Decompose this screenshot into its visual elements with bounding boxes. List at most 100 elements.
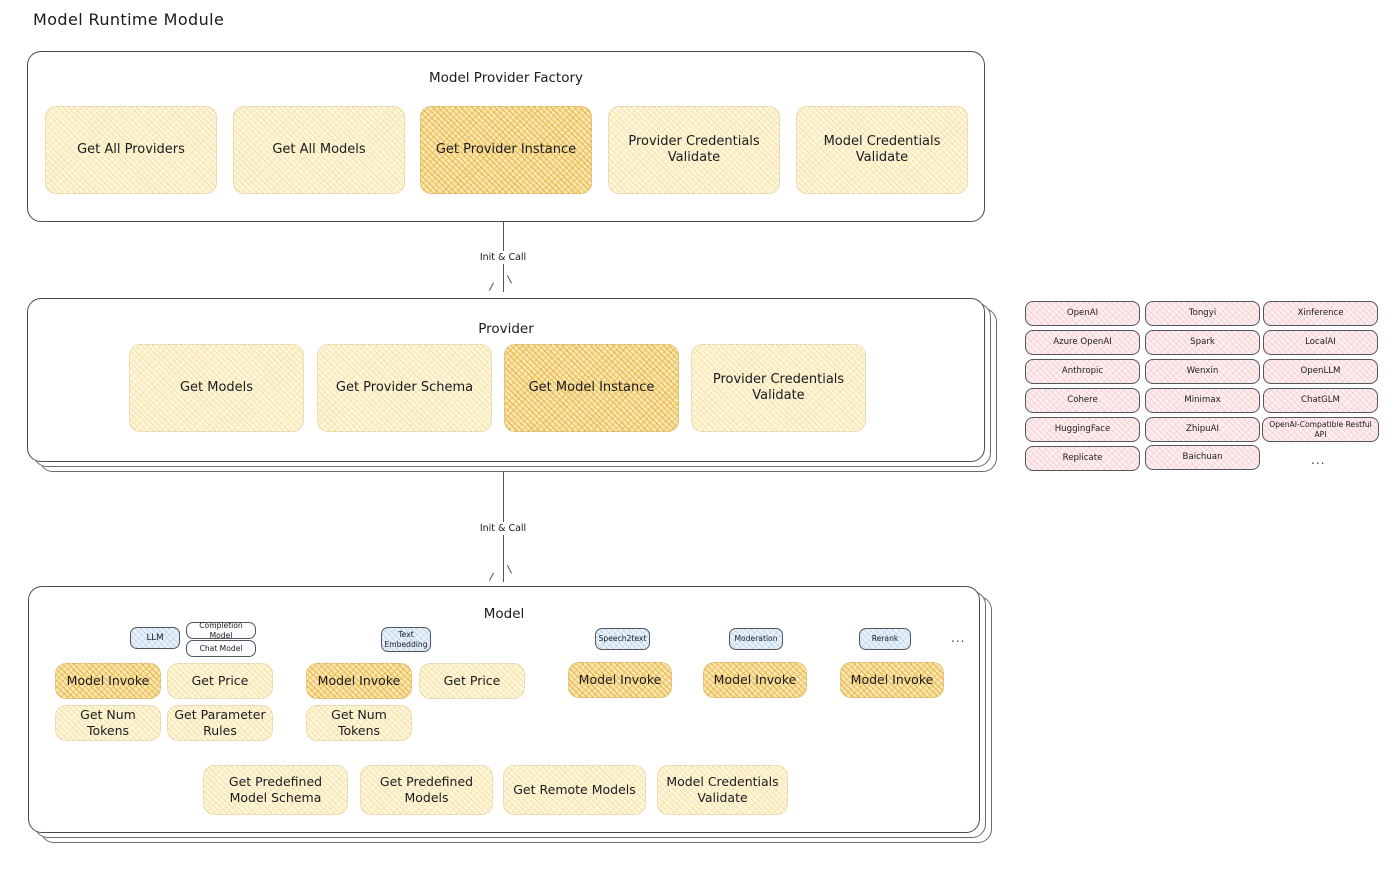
model-subtype-badge-chat-model[interactable]: Chat Model [186,640,256,657]
model-title: Model [483,606,525,622]
model-provider-factory-title: Model Provider Factory [428,70,583,86]
vendor-label: Anthropic [1061,366,1104,377]
vendor-label: Azure OpenAI [1053,337,1112,348]
model-common-get-predefined-models[interactable]: Get Predefined Models [360,765,493,815]
factory-item-label: Get All Providers [77,141,185,157]
method-label: Model Invoke [317,673,401,689]
vendor-chatglm[interactable]: ChatGLM [1263,388,1378,413]
method-label: Model Credentials Validate [666,774,779,805]
vendor-openai[interactable]: OpenAI [1025,301,1140,326]
provider-item-get-model-instance[interactable]: Get Model Instance [504,344,679,432]
vendor-label: ChatGLM [1301,395,1340,406]
factory-item-label: Get All Models [272,141,366,157]
factory-item-label: Get Provider Instance [435,141,577,157]
model-type-badge-label: LLM [146,632,164,643]
speech2text-method-model-invoke[interactable]: Model Invoke [568,662,672,698]
vendor-tongyi[interactable]: Tongyi [1145,301,1260,326]
model-common-get-remote-models[interactable]: Get Remote Models [503,765,646,815]
method-label: Model Invoke [850,672,934,688]
vendor-label: Cohere [1067,395,1098,406]
vendor-xinference[interactable]: Xinference [1263,301,1378,326]
provider-item-get-models[interactable]: Get Models [129,344,304,432]
factory-item-provider-credentials-validate[interactable]: Provider Credentials Validate [608,106,780,194]
provider-item-label: Get Provider Schema [335,379,474,395]
llm-method-get-price[interactable]: Get Price [167,663,273,699]
vendor-label: Tongyi [1188,308,1217,319]
vendor-cohere[interactable]: Cohere [1025,388,1140,413]
model-type-badge-label: Rerank [871,634,899,644]
vendor-label: LocalAI [1305,337,1336,348]
factory-item-get-all-providers[interactable]: Get All Providers [45,106,217,194]
text-embedding-method-get-num-tokens[interactable]: Get Num Tokens [306,705,412,741]
model-type-badge-text-embedding[interactable]: Text Embedding [381,627,431,652]
llm-method-model-invoke[interactable]: Model Invoke [55,663,161,699]
method-label: Model Invoke [713,672,797,688]
model-type-badge-speech2text[interactable]: Speech2text [595,628,650,650]
moderation-method-model-invoke[interactable]: Model Invoke [703,662,807,698]
vendor-label: OpenAI [1066,308,1099,319]
model-type-badge-label: Text Embedding [384,630,428,649]
method-label: Get Predefined Model Schema [228,774,323,805]
model-common-model-credentials-validate[interactable]: Model Credentials Validate [657,765,788,815]
vendor-label: Spark [1190,337,1215,348]
vendor-azure-openai[interactable]: Azure OpenAI [1025,330,1140,355]
factory-item-get-all-models[interactable]: Get All Models [233,106,405,194]
llm-method-get-parameter-rules[interactable]: Get Parameter Rules [167,705,273,741]
vendor-label: ZhipuAI [1185,424,1220,435]
vendor-label: Minimax [1184,395,1221,406]
provider-item-label: Get Model Instance [528,379,655,395]
vendor-spark[interactable]: Spark [1145,330,1260,355]
vendor-zhipuai[interactable]: ZhipuAI [1145,417,1260,442]
provider-item-label: Get Models [179,379,254,395]
provider-item-get-provider-schema[interactable]: Get Provider Schema [317,344,492,432]
method-label: Get Parameter Rules [174,707,266,738]
method-label: Get Price [443,673,501,689]
vendor-label: HuggingFace [1054,424,1111,435]
vendor-label: OpenAI-Compatible Restful API [1269,420,1372,439]
vendor-huggingface[interactable]: HuggingFace [1025,417,1140,442]
vendor-minimax[interactable]: Minimax [1145,388,1260,413]
vendor-wenxin[interactable]: Wenxin [1145,359,1260,384]
connector-factory-provider-label: Init & Call [475,251,531,264]
vendor-label: Xinference [1297,308,1344,319]
method-label: Get Predefined Models [379,774,474,805]
model-common-get-predefined-model-schema[interactable]: Get Predefined Model Schema [203,765,348,815]
model-type-badge-moderation[interactable]: Moderation [729,628,783,650]
factory-item-model-credentials-validate[interactable]: Model Credentials Validate [796,106,968,194]
text-embedding-method-model-invoke[interactable]: Model Invoke [306,663,412,699]
vendor-label: Baichuan [1182,452,1223,463]
model-type-badge-rerank[interactable]: Rerank [859,628,911,650]
provider-item-label: Provider Credentials Validate [712,371,845,403]
method-label: Get Price [191,673,249,689]
vendor-openllm[interactable]: OpenLLM [1263,359,1378,384]
method-label: Model Invoke [66,673,150,689]
text-embedding-method-get-price[interactable]: Get Price [419,663,525,699]
method-label: Get Num Tokens [331,707,387,738]
vendor-anthropic[interactable]: Anthropic [1025,359,1140,384]
model-subtype-badge-label: Completion Model [199,621,243,640]
model-subtype-badge-completion-model[interactable]: Completion Model [186,621,256,640]
rerank-method-model-invoke[interactable]: Model Invoke [840,662,944,698]
provider-title: Provider [478,321,534,337]
vendor-replicate[interactable]: Replicate [1025,446,1140,471]
llm-method-get-num-tokens[interactable]: Get Num Tokens [55,705,161,741]
vendor-label: Replicate [1062,453,1103,464]
connector-provider-model-label: Init & Call [475,522,531,535]
model-subtype-badge-label: Chat Model [199,643,243,653]
method-label: Get Num Tokens [80,707,136,738]
vendor-list-more-ellipsis: ... [1311,453,1326,467]
model-type-badge-label: Speech2text [598,634,647,644]
provider-item-provider-credentials-validate[interactable]: Provider Credentials Validate [691,344,866,432]
vendor-localai[interactable]: LocalAI [1263,330,1378,355]
method-label: Get Remote Models [513,782,636,798]
vendor-openai-compatible-restful-api[interactable]: OpenAI-Compatible Restful API [1262,417,1379,442]
factory-item-label: Model Credentials Validate [823,133,941,165]
factory-item-get-provider-instance[interactable]: Get Provider Instance [420,106,592,194]
vendor-baichuan[interactable]: Baichuan [1145,445,1260,470]
vendor-label: Wenxin [1186,366,1219,377]
vendor-label: OpenLLM [1300,366,1341,377]
page-title: Model Runtime Module [33,10,225,29]
model-type-badge-llm[interactable]: LLM [130,627,180,649]
factory-item-label: Provider Credentials Validate [628,133,760,165]
